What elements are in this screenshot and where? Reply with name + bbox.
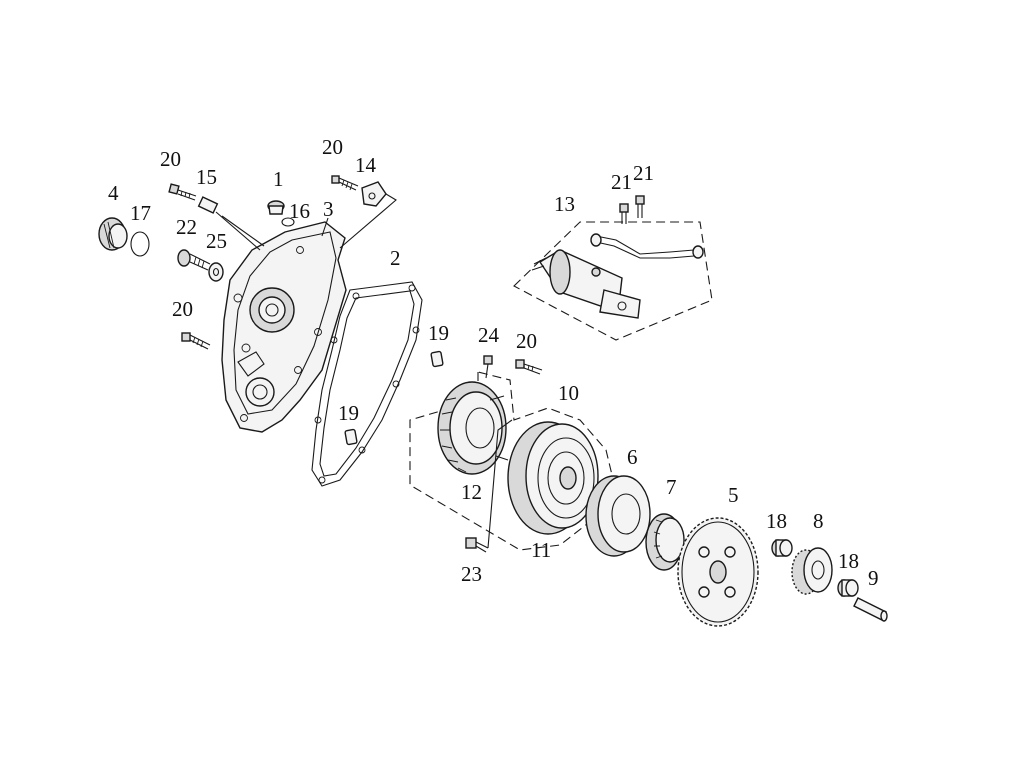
stator-coil-part[interactable] — [437, 381, 509, 475]
callout-19b: 19 — [338, 401, 359, 425]
callout-1: 1 — [273, 167, 284, 191]
callout-15: 15 — [196, 165, 217, 189]
callout-18a: 18 — [766, 509, 787, 533]
bolt-part[interactable] — [181, 332, 211, 350]
callout-6: 6 — [627, 445, 638, 469]
bracket-part[interactable] — [339, 181, 397, 249]
flange-bolt-part[interactable] — [177, 249, 211, 271]
callout-20d: 20 — [516, 329, 537, 353]
callout-20c: 20 — [172, 297, 193, 321]
starter-motor-part[interactable] — [531, 249, 641, 319]
callout-9: 9 — [868, 566, 879, 590]
callout-8: 8 — [813, 509, 824, 533]
callout-21b: 21 — [633, 161, 654, 185]
callout-4: 4 — [108, 181, 119, 205]
idle-gear-shaft-part[interactable] — [853, 597, 888, 622]
dowel-pin-part[interactable] — [430, 350, 444, 368]
bolt-part[interactable] — [465, 419, 513, 553]
callout-11: 11 — [531, 538, 551, 562]
dowel-pin-part[interactable] — [197, 196, 261, 251]
callout-20b: 20 — [322, 135, 343, 159]
stator-bolt-part[interactable] — [483, 355, 493, 379]
crankcase-cover-part[interactable] — [221, 221, 347, 433]
callout-24: 24 — [478, 323, 500, 347]
callout-13: 13 — [554, 192, 575, 216]
needle-bearing-part[interactable] — [771, 539, 793, 557]
needle-bearing-part[interactable] — [837, 579, 859, 597]
starter-clutch-part[interactable] — [585, 475, 651, 557]
starter-bolt-part[interactable] — [635, 195, 645, 218]
callout-18b: 18 — [838, 549, 859, 573]
assembly-outline — [409, 371, 619, 551]
callout-22: 22 — [176, 215, 197, 239]
starter-driven-gear-part[interactable] — [677, 517, 759, 627]
callout-20a: 20 — [160, 147, 181, 171]
callout-21a: 21 — [611, 170, 632, 194]
starter-assembly-outline — [513, 221, 713, 341]
bolt-part[interactable] — [515, 359, 543, 375]
callout-3: 3 — [323, 197, 334, 221]
callout-17: 17 — [130, 201, 151, 225]
washer-part[interactable] — [208, 262, 224, 282]
callout-7: 7 — [666, 475, 677, 499]
callout-12: 12 — [461, 480, 482, 504]
flywheel-rotor-part[interactable] — [507, 421, 599, 535]
callout-23: 23 — [461, 562, 482, 586]
cover-gasket-part[interactable] — [311, 281, 423, 487]
filler-plug-part[interactable] — [267, 200, 295, 227]
callout-19a: 19 — [428, 321, 449, 345]
callout-10: 10 — [558, 381, 579, 405]
callout-14: 14 — [355, 153, 377, 177]
idle-gear-part[interactable] — [791, 547, 833, 595]
o-ring-part[interactable] — [130, 231, 150, 257]
bolt-part[interactable] — [331, 175, 359, 191]
one-way-clutch-part[interactable] — [645, 513, 685, 571]
starter-cable-part[interactable] — [590, 233, 704, 259]
starter-bolt-part[interactable] — [619, 203, 629, 224]
callout-16: 16 — [289, 199, 310, 223]
callout-2: 2 — [390, 246, 401, 270]
bolt-part[interactable] — [168, 183, 197, 201]
oil-plug-part[interactable] — [98, 217, 128, 251]
callout-25: 25 — [206, 229, 227, 253]
dowel-pin-part[interactable] — [344, 428, 358, 446]
callout-5: 5 — [728, 483, 739, 507]
